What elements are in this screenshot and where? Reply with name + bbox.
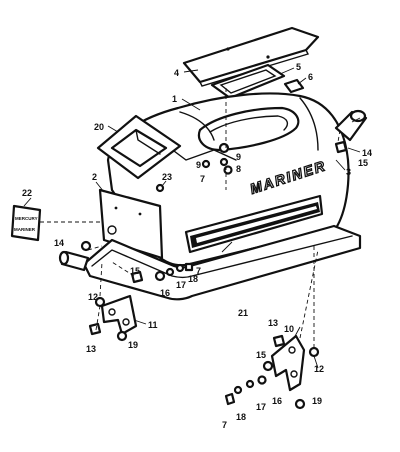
callout-9a: 9 <box>196 160 201 170</box>
callout-7a: 7 <box>200 174 205 184</box>
callout-21: 21 <box>238 308 248 318</box>
callout-15b: 15 <box>130 266 140 276</box>
callout-labels: 1 2 3 4 5 6 7 7 7 8 9 9 10 11 12 12 13 1… <box>22 62 372 430</box>
callout-14a: 14 <box>362 148 372 158</box>
latch-bracket-left <box>100 294 138 336</box>
callout-7b: 7 <box>196 266 201 276</box>
cover-seal <box>210 63 286 100</box>
decal-text-2: MARINER <box>14 227 36 232</box>
callout-16b: 16 <box>272 396 282 406</box>
callout-1: 1 <box>172 94 177 104</box>
callout-18b: 18 <box>236 412 246 422</box>
callout-5: 5 <box>296 62 301 72</box>
decal-text-1: MERCURY <box>15 216 38 221</box>
callout-20: 20 <box>94 122 104 132</box>
leader-lines <box>23 67 361 369</box>
callout-2: 2 <box>92 172 97 182</box>
callout-8: 8 <box>236 164 241 174</box>
callout-15c: 15 <box>256 350 266 360</box>
engine-cowl: MARINER <box>106 92 350 267</box>
callout-6: 6 <box>308 72 313 82</box>
callout-10: 10 <box>284 324 294 334</box>
callout-15a: 15 <box>358 158 368 168</box>
callout-17a: 17 <box>176 280 186 290</box>
callout-11: 11 <box>148 320 158 330</box>
callout-19b: 19 <box>312 396 322 406</box>
callout-19a: 19 <box>128 340 138 350</box>
callout-9b: 9 <box>236 152 241 162</box>
callout-4: 4 <box>174 68 179 78</box>
callout-7c: 7 <box>222 420 227 430</box>
callout-12a: 12 <box>88 292 98 302</box>
latch-bracket-right <box>270 334 306 392</box>
callout-18a: 18 <box>188 274 198 284</box>
handle-grille <box>96 114 182 180</box>
decal-plate: MERCURY MARINER <box>10 204 42 242</box>
latch-lever-left <box>58 250 90 272</box>
callout-23: 23 <box>162 172 172 182</box>
callout-16a: 16 <box>160 288 170 298</box>
callout-13b: 13 <box>268 318 278 328</box>
pad-part <box>283 78 305 94</box>
callout-12b: 12 <box>314 364 324 374</box>
alignment-lines <box>40 88 341 350</box>
callout-13a: 13 <box>86 344 96 354</box>
callout-14b: 14 <box>54 238 64 248</box>
callout-22: 22 <box>22 188 32 198</box>
callout-3: 3 <box>346 167 351 177</box>
callout-17b: 17 <box>256 402 266 412</box>
